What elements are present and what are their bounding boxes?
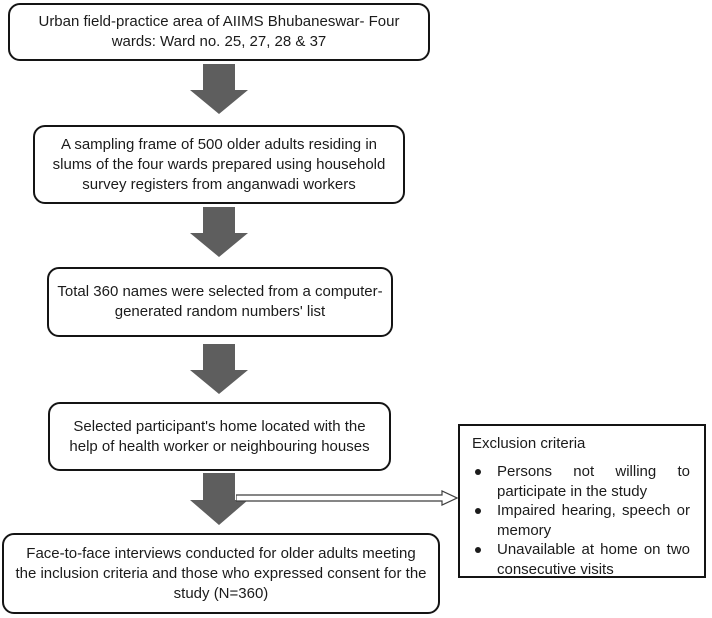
- down-arrow-icon: [190, 207, 248, 257]
- bullet-icon: [475, 469, 481, 475]
- flow-box-text: Selected participant's home located with…: [69, 417, 370, 455]
- exclusion-item: Persons not willing to participate in th…: [472, 462, 692, 501]
- flow-box-text: Urban field-practice area of AIIMS Bhuba…: [38, 13, 400, 50]
- exclusion-criteria-box: Exclusion criteria Persons not willing t…: [458, 424, 706, 578]
- exclusion-item: Impaired hearing, speech or memory: [472, 501, 692, 540]
- exclusion-list: Persons not willing to participate in th…: [472, 462, 692, 579]
- bullet-icon: [475, 508, 481, 514]
- flow-box-interviews: Face-to-face interviews conducted for ol…: [2, 533, 440, 614]
- down-arrow-icon: [190, 344, 248, 394]
- exclusion-item-text: Unavailable at home on two consecutive v…: [497, 541, 690, 578]
- right-arrow-icon: [236, 490, 458, 506]
- exclusion-title: Exclusion criteria: [472, 435, 586, 452]
- flow-box-study-area: Urban field-practice area of AIIMS Bhuba…: [8, 3, 430, 61]
- flow-box-home-location: Selected participant's home located with…: [48, 402, 391, 471]
- exclusion-item: Unavailable at home on two consecutive v…: [472, 540, 692, 579]
- exclusion-item-text: Persons not willing to participate in th…: [497, 463, 690, 500]
- bullet-icon: [475, 547, 481, 553]
- flow-box-sampling-frame: A sampling frame of 500 older adults res…: [33, 125, 405, 204]
- flow-box-random-selection: Total 360 names were selected from a com…: [47, 267, 393, 337]
- down-arrow-icon: [190, 473, 248, 525]
- down-arrow-icon: [190, 64, 248, 114]
- flow-box-text: A sampling frame of 500 older adults res…: [52, 135, 386, 193]
- flow-box-text: Face-to-face interviews conducted for ol…: [15, 544, 427, 602]
- exclusion-item-text: Impaired hearing, speech or memory: [497, 502, 690, 539]
- flow-box-text: Total 360 names were selected from a com…: [57, 283, 383, 320]
